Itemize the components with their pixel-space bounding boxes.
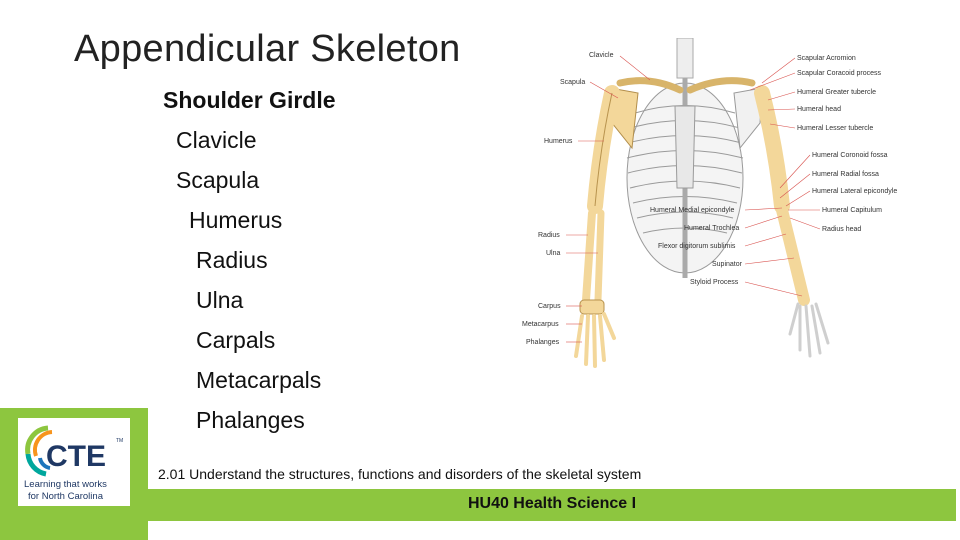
label-clavicle: Clavicle bbox=[589, 52, 614, 59]
logo-wordmark: CTE bbox=[46, 440, 106, 473]
right-clavicle bbox=[686, 77, 756, 94]
label-humeral-trochlea: Humeral Trochlea bbox=[684, 225, 739, 232]
label-humeral-radial-fossa: Humeral Radial fossa bbox=[812, 171, 879, 178]
label-humeral-lateral-epicondyle: Humeral Lateral epicondyle bbox=[812, 188, 897, 195]
left-humerus-outline bbox=[594, 92, 613, 207]
logo-arc-green bbox=[25, 425, 49, 455]
label-humeral-capitulum: Humeral Capitulum bbox=[822, 207, 882, 214]
right-humerus bbox=[754, 85, 790, 214]
label-humeral-greater-tubercle: Humeral Greater tubercle bbox=[797, 89, 876, 96]
standard-text: 2.01 Understand the structures, function… bbox=[158, 466, 642, 482]
bullet-humerus: Humerus bbox=[189, 207, 283, 233]
cte-logo-graphic: CTE TM Learning that works for North Car… bbox=[24, 425, 123, 502]
bullet-metacarpals: Metacarpals bbox=[196, 367, 322, 393]
left-carpals bbox=[579, 299, 605, 315]
bullet-clavicle: Clavicle bbox=[176, 127, 257, 153]
label-styloid-process: Styloid Process bbox=[690, 279, 739, 286]
label-humerus: Humerus bbox=[544, 138, 573, 145]
left-hand bbox=[574, 312, 616, 368]
bullet-phalanges: Phalanges bbox=[196, 407, 305, 433]
left-radius bbox=[582, 209, 596, 304]
left-clavicle bbox=[616, 77, 684, 94]
right-forearm bbox=[776, 204, 810, 306]
logo-trademark: TM bbox=[116, 438, 123, 444]
label-humeral-medial-epicondyle: Humeral Medial epicondyle bbox=[650, 207, 735, 214]
label-scapula: Scapula bbox=[560, 79, 585, 86]
logo-arc-teal bbox=[25, 453, 47, 477]
rib-cage bbox=[626, 78, 744, 278]
label-radius: Radius bbox=[538, 232, 560, 239]
label-humeral-coronoid-fossa: Humeral Coronoid fossa bbox=[812, 152, 888, 159]
slide-title: Appendicular Skeleton bbox=[74, 28, 461, 70]
cte-logo: CTE TM Learning that works for North Car… bbox=[18, 418, 130, 506]
label-humeral-head: Humeral head bbox=[797, 106, 841, 113]
bullet-radius: Radius bbox=[196, 247, 268, 273]
right-hand bbox=[788, 302, 830, 358]
label-carpus: Carpus bbox=[538, 303, 561, 310]
label-flexor-digitorum-sublimis: Flexor digitorum sublimis bbox=[658, 243, 736, 250]
label-supinator: Supinator bbox=[712, 261, 743, 268]
label-radius-head: Radius head bbox=[822, 226, 861, 233]
label-ulna: Ulna bbox=[546, 250, 561, 257]
logo-tagline-2: for North Carolina bbox=[28, 491, 104, 502]
skeleton-diagram: Clavicle Scapula Humerus Radius Ulna Car… bbox=[522, 38, 897, 368]
logo-arc-blue bbox=[38, 457, 51, 470]
footer-text: HU40 Health Science I bbox=[467, 495, 637, 512]
label-phalanges: Phalanges bbox=[526, 339, 560, 346]
logo-tagline-1: Learning that works bbox=[24, 479, 107, 490]
left-humerus bbox=[587, 85, 620, 214]
label-humeral-lesser-tubercle: Humeral Lesser tubercle bbox=[797, 125, 873, 132]
footer-bar: HU40 Health Science I bbox=[148, 489, 956, 521]
label-scapular-coracoid: Scapular Coracoid process bbox=[797, 70, 882, 77]
label-scapular-acromion: Scapular Acromion bbox=[797, 55, 856, 62]
logo-arc-orange bbox=[32, 430, 53, 457]
left-ulna bbox=[594, 209, 605, 304]
label-metacarpus: Metacarpus bbox=[522, 321, 559, 328]
label-lines bbox=[566, 55, 821, 343]
neck-vertebrae bbox=[676, 38, 694, 79]
bullet-scapula: Scapula bbox=[176, 167, 260, 193]
bullet-shoulder-girdle: Shoulder Girdle bbox=[163, 87, 336, 113]
bullet-carpals: Carpals bbox=[196, 327, 276, 353]
bullet-ulna: Ulna bbox=[196, 287, 244, 313]
